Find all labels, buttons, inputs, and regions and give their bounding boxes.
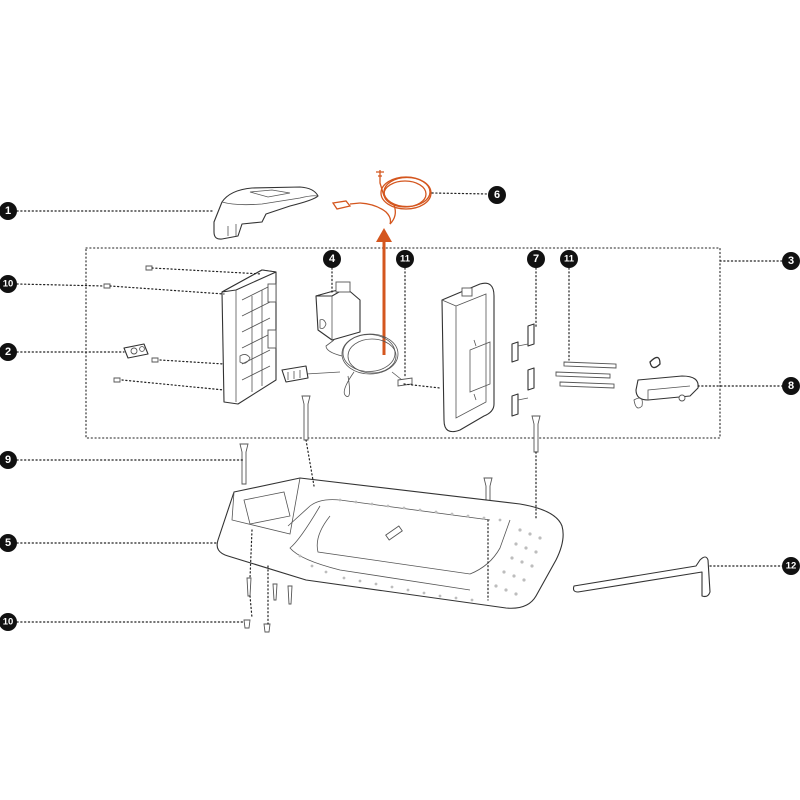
part-10-back-plate: [221, 269, 277, 405]
callout-9-label: 9: [5, 454, 11, 466]
assembly-arrow: [376, 228, 392, 355]
part-8-latch: [633, 356, 699, 409]
part-11-screws-left: [403, 383, 441, 389]
part-6-cable: [331, 170, 432, 225]
callout-1-label: 1: [5, 205, 11, 217]
callout-10-upper-label: 10: [3, 279, 14, 290]
part-7-brackets: [511, 323, 535, 417]
callout-8-label: 8: [788, 380, 794, 392]
callout-6-label: 6: [494, 189, 500, 201]
callout-11-right-label: 11: [564, 254, 575, 265]
callout-4: 4: [323, 250, 341, 268]
charging-unit-back: [441, 282, 495, 433]
callout-12: 12: [782, 557, 800, 575]
low-voltage-cable: [281, 333, 413, 397]
callout-12-label: 12: [786, 561, 797, 572]
callout-2: 2: [0, 343, 17, 361]
callout-1: 1: [0, 202, 17, 220]
callout-10-lower: 10: [0, 613, 17, 631]
part-11-screws-right: [555, 361, 617, 389]
callout-10-lower-label: 10: [3, 617, 14, 628]
callout-8: 8: [782, 377, 800, 395]
callout-5: 5: [0, 534, 17, 552]
group-frame: [85, 247, 721, 439]
callout-2-label: 2: [5, 346, 11, 358]
callout-4-label: 4: [329, 253, 336, 265]
callout-5-label: 5: [5, 537, 11, 549]
callout-7: 7: [527, 250, 545, 268]
part-5-base-plate: [216, 477, 564, 609]
callout-3-label: 3: [788, 255, 794, 267]
callout-11-left: 11: [396, 250, 414, 268]
callout-10-upper: 10: [0, 275, 17, 293]
callout-3: 3: [782, 252, 800, 270]
screws-back-plate: [103, 265, 159, 383]
callout-9: 9: [0, 451, 17, 469]
part-12-hex-key: [572, 556, 711, 598]
callout-7-label: 7: [533, 253, 539, 265]
leader-lines: [16, 192, 784, 625]
part-1-cover: [213, 186, 319, 240]
callout-11-left-label: 11: [400, 254, 411, 265]
screws-base: [243, 577, 293, 633]
callout-11-right: 11: [560, 250, 578, 268]
part-2-clip: [123, 343, 149, 359]
part-4-power-unit: [315, 281, 361, 341]
callout-6: 6: [488, 186, 506, 204]
